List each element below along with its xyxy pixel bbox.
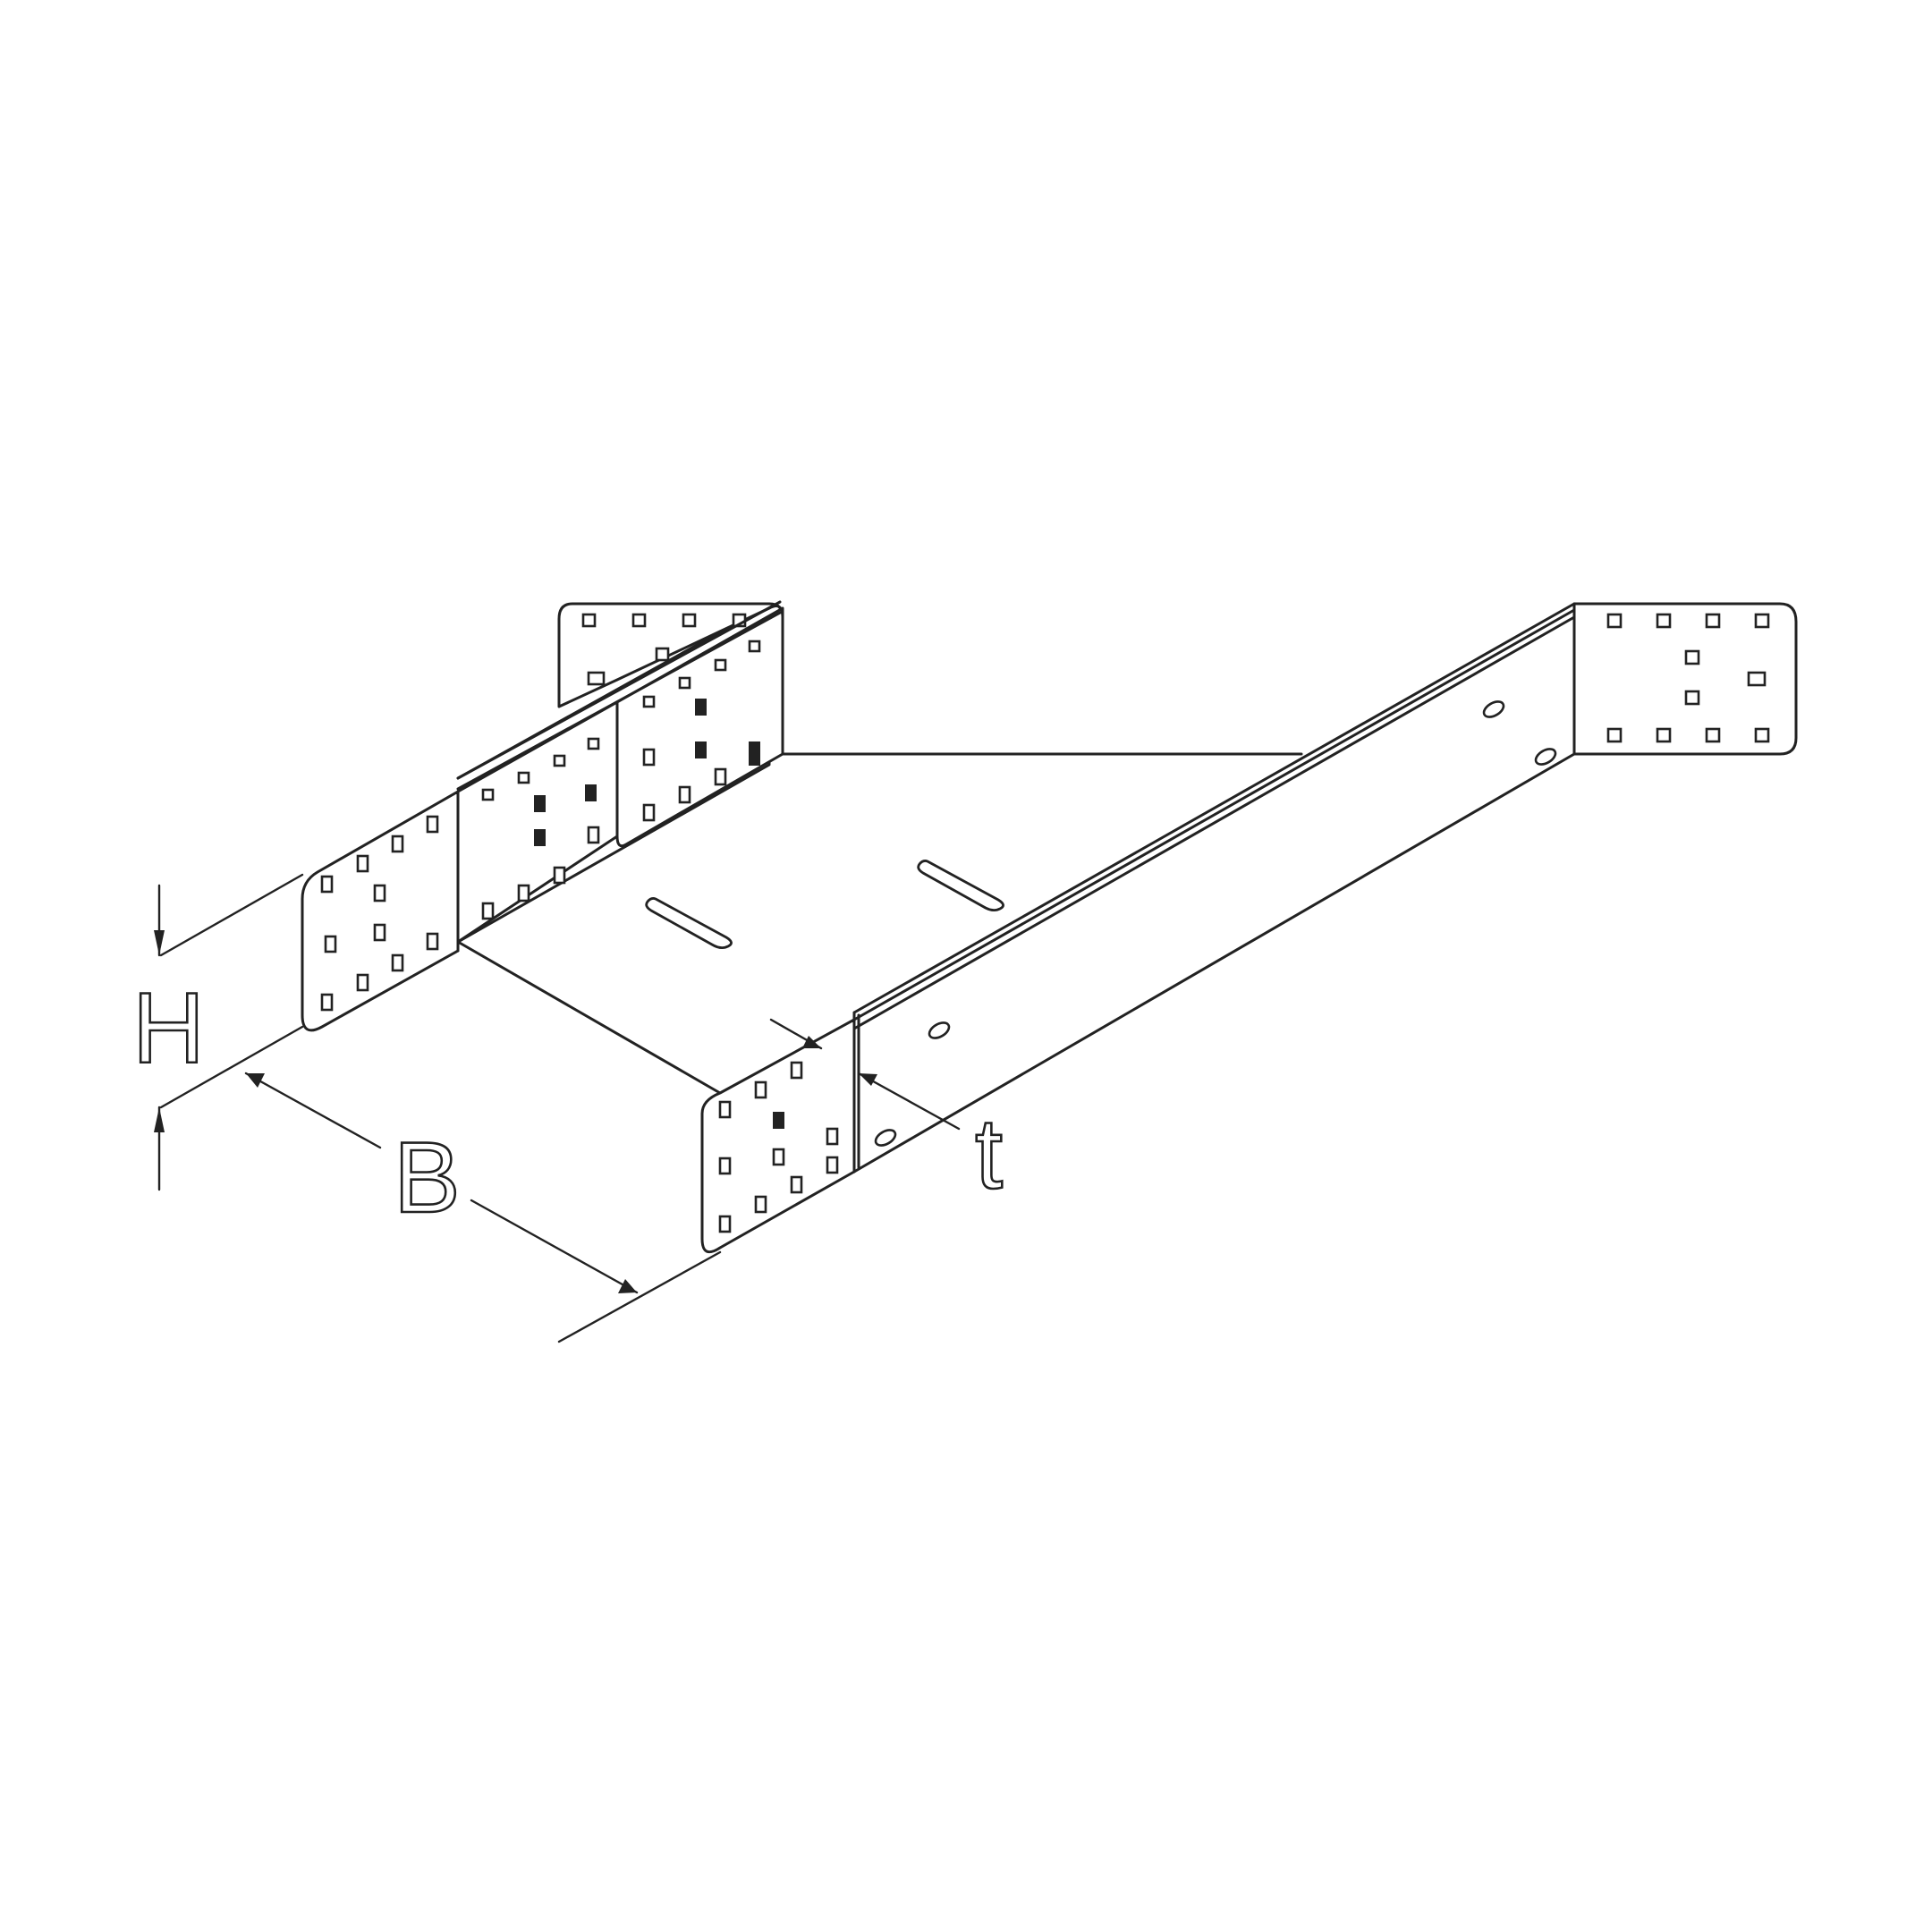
dimension-b-label: B	[394, 1122, 461, 1233]
left-splice-plate	[301, 790, 463, 1032]
dimension-h: H	[131, 873, 304, 1191]
left-middle-panel	[456, 700, 619, 944]
middle-panel-holes	[481, 737, 600, 920]
dimension-b: B	[244, 1072, 722, 1343]
front-splice-plate	[700, 1018, 856, 1254]
rear-panel-holes	[642, 640, 761, 822]
right-splice-plate	[1572, 602, 1798, 756]
floor-slots	[645, 860, 1004, 949]
left-rear-panel	[615, 606, 784, 848]
rear-top-splice-plate	[456, 600, 784, 791]
dimension-h-label: H	[132, 972, 205, 1084]
left-plate-holes	[320, 815, 439, 1012]
dimension-t-label: t	[975, 1097, 1003, 1209]
dimension-t: t	[769, 1018, 1004, 1210]
